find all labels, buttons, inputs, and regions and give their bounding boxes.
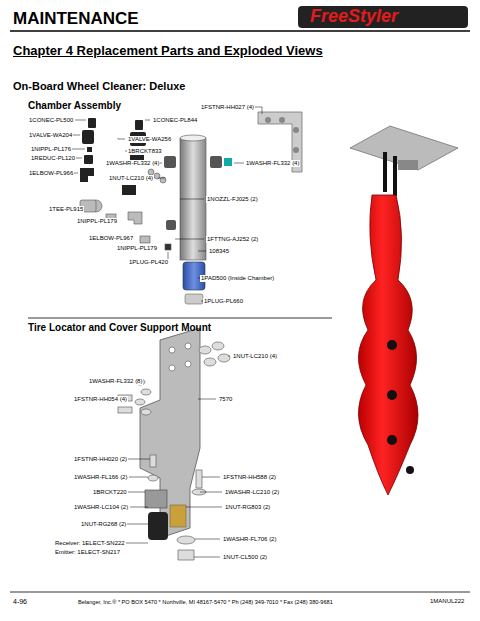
part-label: 1NOZZL-FJ025 (2) xyxy=(206,196,259,203)
doc-number: 1MANUL222 xyxy=(430,598,464,605)
part-label: 1NUT-LC210 (4) xyxy=(108,175,154,182)
part-label: 1WASHR-FL332 (8) xyxy=(88,378,143,385)
part-label: 1ELBOW-PL966 xyxy=(28,170,74,177)
page-title: MAINTENANCE xyxy=(13,10,139,29)
part-label: 1FSTNR-HH027 (4) xyxy=(200,104,255,111)
part-label: 1WASHR-FL332 (4) xyxy=(105,160,160,167)
part-label: 1FSTNR-HH020 (2) xyxy=(73,456,128,463)
part-label: 1WASHR-LC104 (2) xyxy=(73,504,129,511)
part-label: 1BRCKT833 xyxy=(127,148,163,155)
part-label: 1NUT-RG803 (2) xyxy=(224,504,271,511)
part-label: 1NUT-LC210 (4) xyxy=(232,353,278,360)
part-label: Receiver: 1ELECT-SN222 xyxy=(54,540,126,547)
part-label: 1CONEC-PL500 xyxy=(28,117,74,124)
part-label: 1NUT-RG268 (2) xyxy=(80,521,127,528)
part-label: 1NUT-CL500 (2) xyxy=(222,554,268,561)
logo: FreeStyler xyxy=(310,7,398,27)
part-label: 1VALVE-WA256 xyxy=(127,136,172,143)
part-label: 1WASHR-FL166 (2) xyxy=(73,474,128,481)
part-label: Emitter: 1ELECT-SN217 xyxy=(54,549,121,556)
subheading: On-Board Wheel Cleaner: Deluxe xyxy=(13,80,185,92)
part-label: 108345 xyxy=(208,248,230,255)
part-label: 7570 xyxy=(218,396,233,403)
subheading: Tire Locator and Cover Support Mount xyxy=(28,322,211,333)
part-label: 1ELBOW-PL967 xyxy=(88,235,134,242)
subheading: Chamber Assembly xyxy=(28,100,121,111)
page-number: 4-96 xyxy=(13,598,27,606)
part-label: 1CONEC-PL844 xyxy=(152,117,198,124)
part-label: 1FSTNR-HH588 (2) xyxy=(222,474,277,481)
footer-text: Belanger, Inc.® * PO BOX 5470 * Northvil… xyxy=(78,599,333,605)
part-label: 1FTTNG-AJ252 (2) xyxy=(206,236,259,243)
part-label: 1PLUG-PL660 xyxy=(203,298,244,305)
section-heading: Chapter 4 Replacement Parts and Exploded… xyxy=(13,44,323,58)
part-label: 1BRCKT220 xyxy=(92,489,128,496)
part-label: 1REDUC-PL120 xyxy=(30,155,76,162)
part-label: 1PLUG-PL420 xyxy=(128,259,169,266)
part-label: 1FSTNR-HH054 (4) xyxy=(73,396,128,403)
part-label: 1WASHR-LC210 (2) xyxy=(224,489,280,496)
part-label: 1NIPPL-PL176 xyxy=(30,146,72,153)
part-label: 1VALVE-WA204 xyxy=(28,132,73,139)
part-label: 1WASHR-FL332 (4) xyxy=(245,160,300,167)
part-label: 1NIPPL-PL179 xyxy=(116,245,158,252)
part-label: 1TEE-PL915 xyxy=(48,206,84,213)
part-label: 1PAD500 (Inside Chamber) xyxy=(200,275,275,282)
part-label: 1NIPPL-PL179 xyxy=(76,218,118,225)
part-label: 1WASHR-FL706 (2) xyxy=(222,536,277,543)
